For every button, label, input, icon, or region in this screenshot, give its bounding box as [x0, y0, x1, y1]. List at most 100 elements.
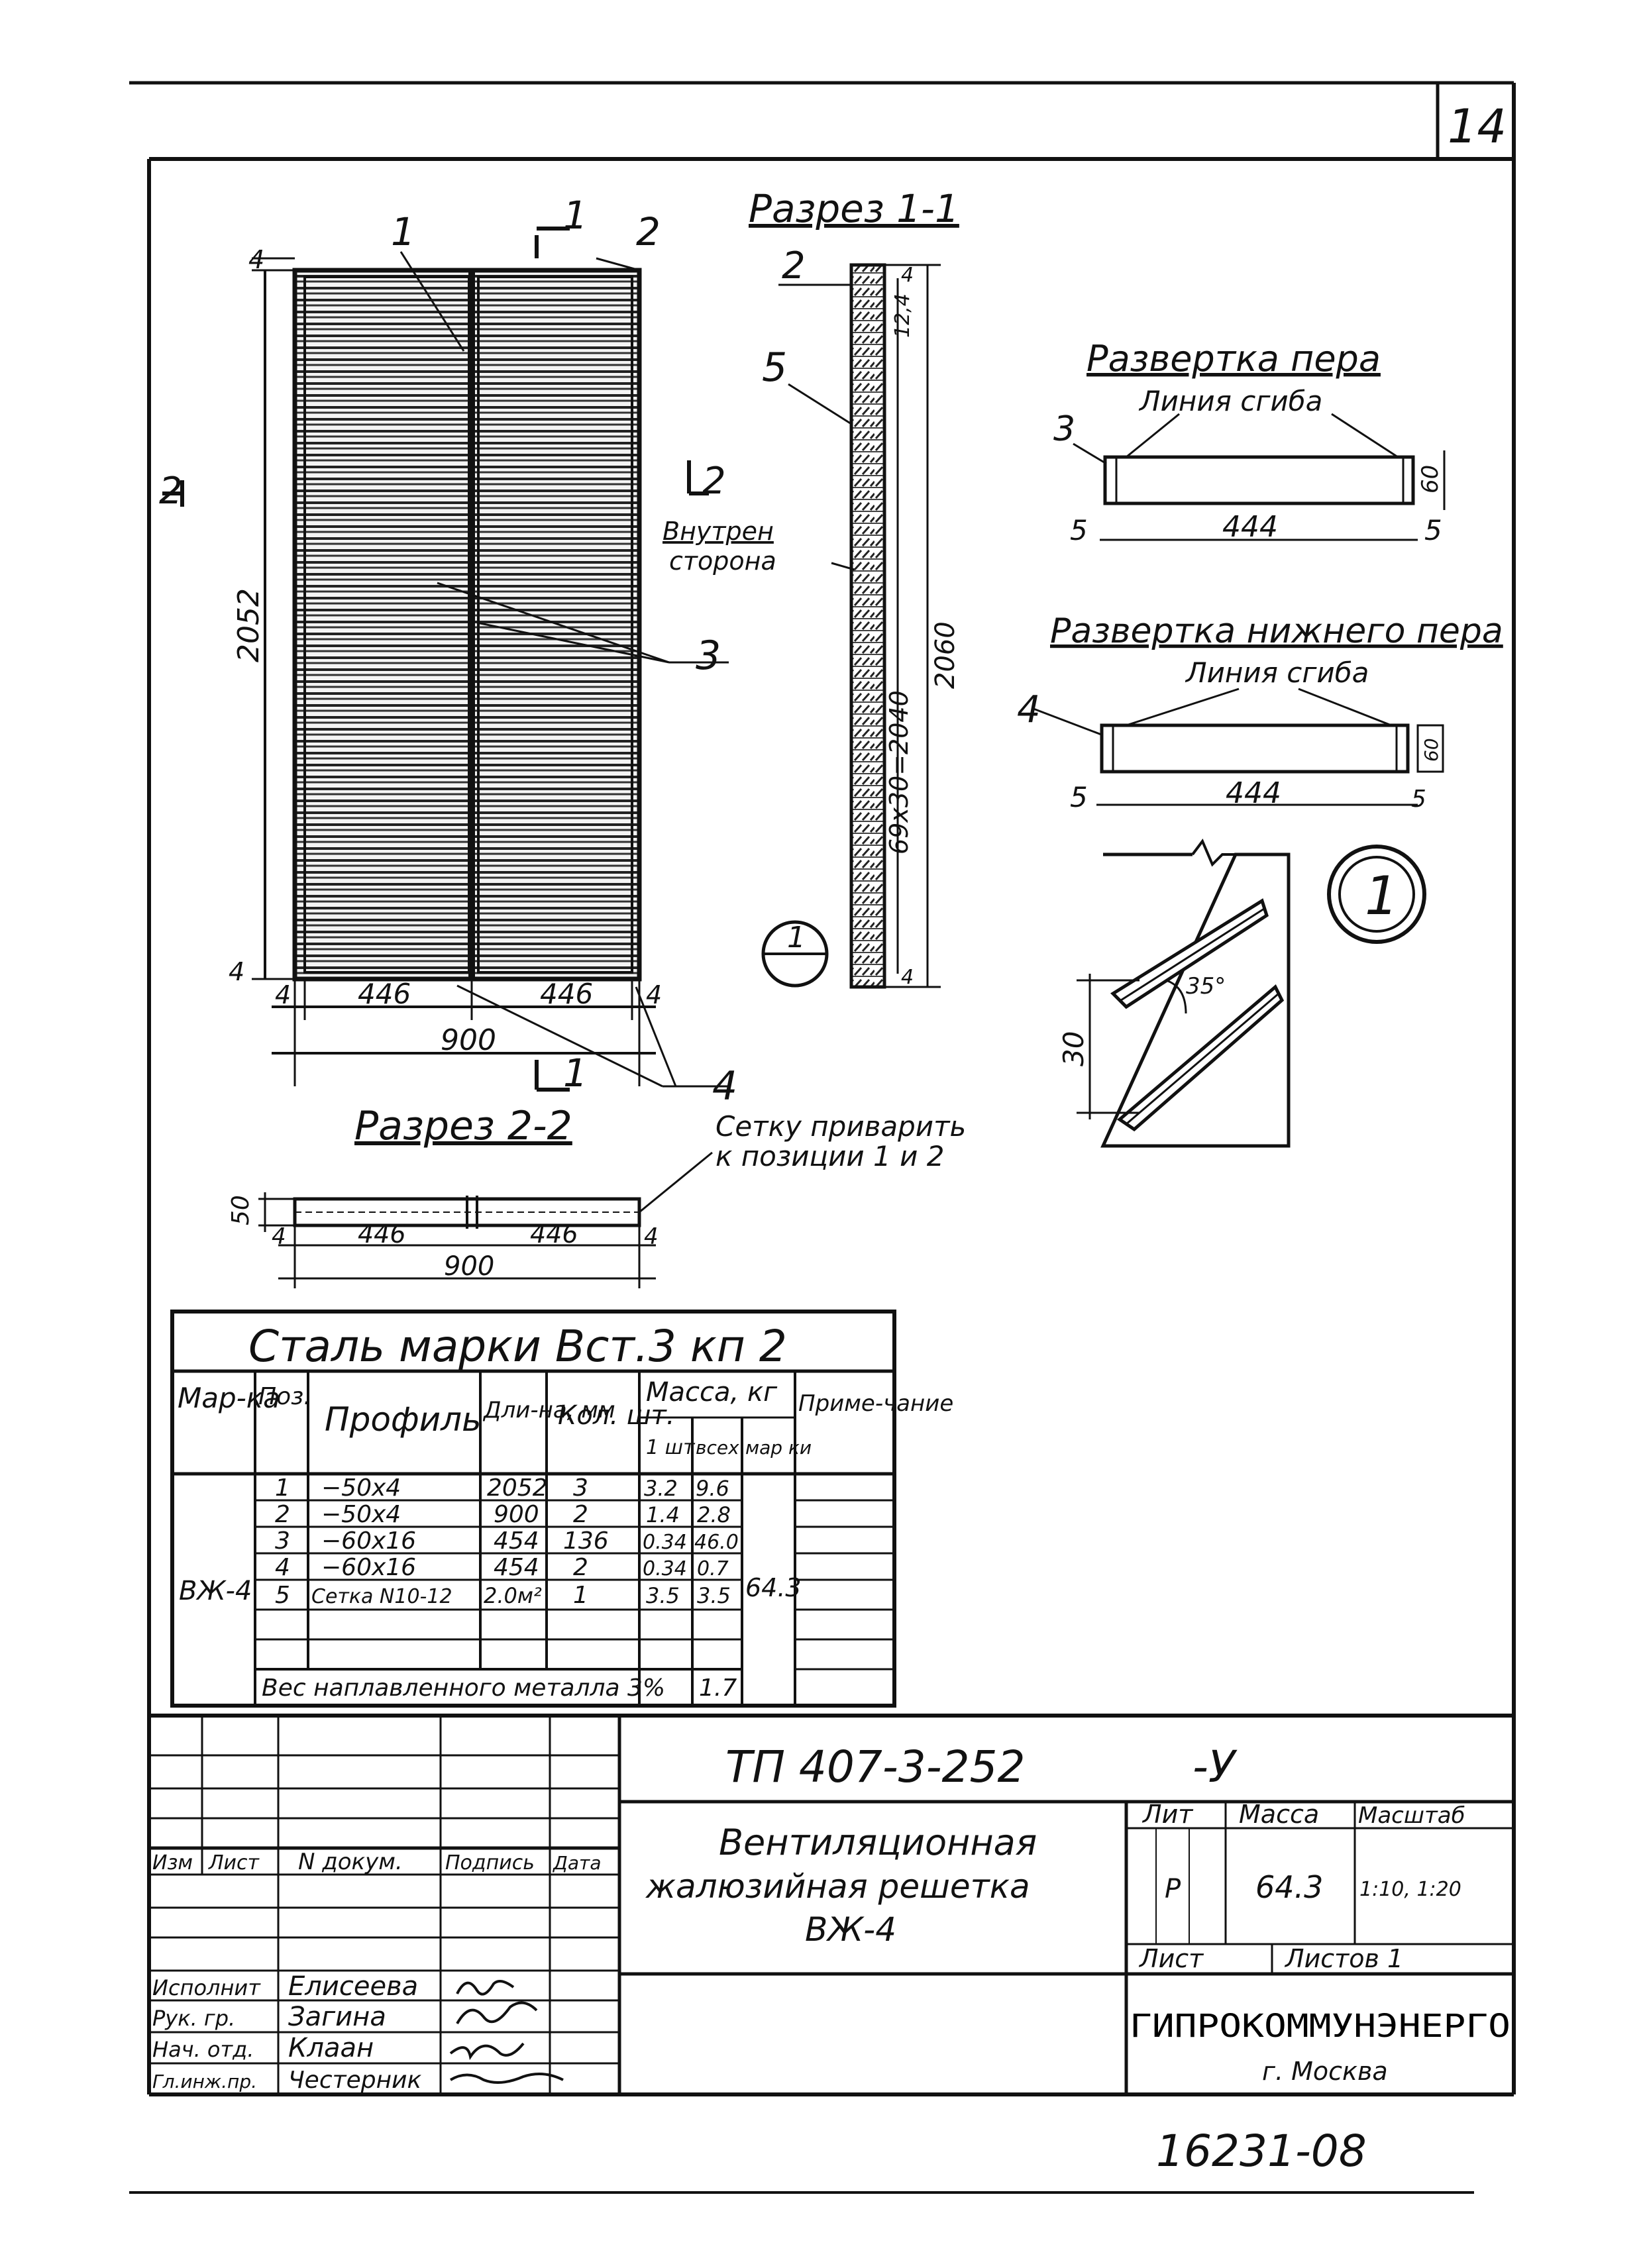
spec-row2-mall: 2.8 [697, 1502, 731, 1527]
spec-row1-mall: 9.6 [696, 1476, 729, 1501]
tb-mass: 64.3 [1255, 1869, 1323, 1905]
s11-pos-2: 2 [782, 244, 806, 287]
spec-row5-pos: 5 [275, 1582, 290, 1609]
spec-row3-profile: −60х16 [321, 1527, 416, 1555]
s22-dim-height: 50 [227, 1195, 254, 1225]
spec-h-profile: Профиль [325, 1400, 482, 1439]
fv-dim-width-left: 446 [358, 978, 411, 1010]
blade-pos: 3 [1053, 409, 1075, 449]
lower-blade-pos: 4 [1017, 688, 1041, 731]
s22-dim-left-gap: 4 [272, 1223, 286, 1250]
spec-row2-profile: −50х4 [321, 1501, 401, 1528]
signatures [449, 1980, 564, 2084]
spec-row1-qty: 3 [573, 1474, 588, 1502]
s11-callout: 1 [787, 921, 806, 954]
lower-blade-dim-length: 444 [1226, 776, 1281, 810]
spec-row4-mall: 0.7 [697, 1557, 729, 1580]
s22-dim-left: 446 [358, 1219, 406, 1249]
tb-scale: 1:10, 1:20 [1359, 1878, 1461, 1901]
blade-dim-length: 444 [1222, 510, 1278, 544]
tb-rev-h-date: Дата [552, 1852, 602, 1874]
staff-role: Нач. отд. [152, 2037, 254, 2062]
fv-section-mark-2-left: 2 [159, 470, 183, 513]
spec-row3-qty: 136 [563, 1527, 609, 1555]
spec-h-length: Дли-на, мм [482, 1397, 615, 1423]
staff-role: Исполнит [152, 1975, 261, 2000]
s11-dim-top: 4 [901, 264, 914, 287]
fv-dim-total-width: 900 [441, 1023, 496, 1057]
s11-pos-5: 5 [762, 344, 787, 391]
fv-section-mark-1-bottom: 1 [563, 1051, 588, 1096]
s22-note-line1: Сетку приварить [716, 1110, 966, 1143]
section-1-1-title: Разрез 1-1 [749, 186, 959, 231]
tb-col-lit: Лит [1141, 1800, 1194, 1829]
s11-dim-spacing: 69х30=2040 [884, 690, 914, 854]
spec-h-mass: Масса, кг [646, 1377, 778, 1408]
spec-row: 2 −50х4 900 2 1.4 2.8 [275, 1501, 731, 1528]
lower-blade-view [1033, 688, 1444, 806]
spec-row3-m1: 0.34 [643, 1531, 687, 1554]
spec-row1-length: 2052 [487, 1474, 548, 1502]
tb-city: г. Москва [1262, 2057, 1388, 2086]
spec-row4-pos: 4 [275, 1554, 290, 1581]
spec-row2-pos: 2 [275, 1501, 290, 1528]
staff-name: Загина [288, 2002, 386, 2032]
blade-dim-height: 60 [1417, 465, 1444, 493]
spec-row5-qty: 1 [573, 1582, 588, 1609]
staff-name: Елисеева [288, 1971, 418, 2002]
s11-inner-side-line2: сторона [669, 546, 776, 576]
staff-role: Гл.инж.пр. [152, 2071, 257, 2092]
spec-row: 5 Сетка N10-12 2.0м² 1 3.5 3.5 [275, 1582, 731, 1609]
spec-h-qty: Кол. шт. [558, 1400, 674, 1431]
spec-h-pos: Поз. [258, 1383, 311, 1410]
spec-row1-pos: 1 [275, 1474, 290, 1502]
fv-pos-2: 2 [636, 209, 661, 254]
spec-h-note: Приме-чание [798, 1390, 953, 1417]
section-1-1-view [761, 263, 941, 989]
spec-row1-m1: 3.2 [644, 1476, 678, 1501]
tb-rev-h-doc: N докум. [298, 1849, 403, 1875]
fv-section-mark-1-top: 1 [563, 193, 588, 238]
staff-row: Гл.инж.пр. Честерник [152, 2067, 422, 2094]
staff-name: Клаан [288, 2033, 374, 2063]
tb-col-scale: Масштаб [1358, 1802, 1465, 1829]
spec-row4-length: 454 [494, 1554, 539, 1581]
detail-callout: 1 [1365, 865, 1399, 927]
fv-dim-left-gap: 4 [275, 980, 291, 1009]
fv-dim-bottom-gap: 4 [229, 957, 244, 986]
tb-lit: Р [1165, 1874, 1181, 1904]
lower-blade-dim-height: 60 [1420, 738, 1442, 762]
detail-pitch: 30 [1057, 1031, 1090, 1066]
s22-dim-right: 446 [530, 1219, 578, 1249]
s11-dim-top2: 12,4 [891, 293, 914, 338]
spec-row4-m1: 0.34 [643, 1557, 687, 1580]
fv-section-mark-2-right: 2 [702, 460, 726, 503]
doc-name-line3: ВЖ-4 [805, 1910, 896, 1949]
lower-blade-dim-left: 5 [1070, 781, 1088, 813]
spec-row5-length: 2.0м² [484, 1583, 542, 1608]
front-view [162, 227, 729, 1092]
section-2-2-title: Разрез 2-2 [354, 1103, 572, 1149]
title-block [149, 1714, 1514, 2094]
s11-dim-total: 2060 [930, 621, 961, 689]
blade-unfold-title: Развертка пера [1086, 338, 1381, 380]
fv-pos-1: 1 [391, 209, 415, 254]
spec-row5-mall: 3.5 [697, 1583, 731, 1608]
spec-mark: ВЖ-4 [179, 1576, 252, 1606]
grille-frame [292, 268, 642, 982]
spec-row2-m1: 1.4 [646, 1502, 680, 1527]
doc-code: ТП 407-3-252 [725, 1741, 1026, 1792]
spec-row: 1 −50х4 2052 3 3.2 9.6 [275, 1474, 729, 1502]
staff-role: Рук. гр. [152, 2006, 235, 2031]
spec-row5-m1: 3.5 [646, 1583, 680, 1608]
doc-suffix: -У [1192, 1741, 1238, 1792]
spec-weld-value: 1.7 [699, 1675, 737, 1702]
s22-dim-right-gap: 4 [644, 1223, 659, 1250]
spec-h-mark: Мар-ка [178, 1382, 280, 1414]
detail-1-view [1077, 839, 1426, 1148]
tb-org: ГИПРОКОММУНЭНЕРГО [1130, 2008, 1510, 2045]
s11-inner-side-line1: Внутрен [662, 517, 774, 546]
sheet-number: 14 [1448, 99, 1507, 154]
spec-table [170, 1310, 896, 1708]
